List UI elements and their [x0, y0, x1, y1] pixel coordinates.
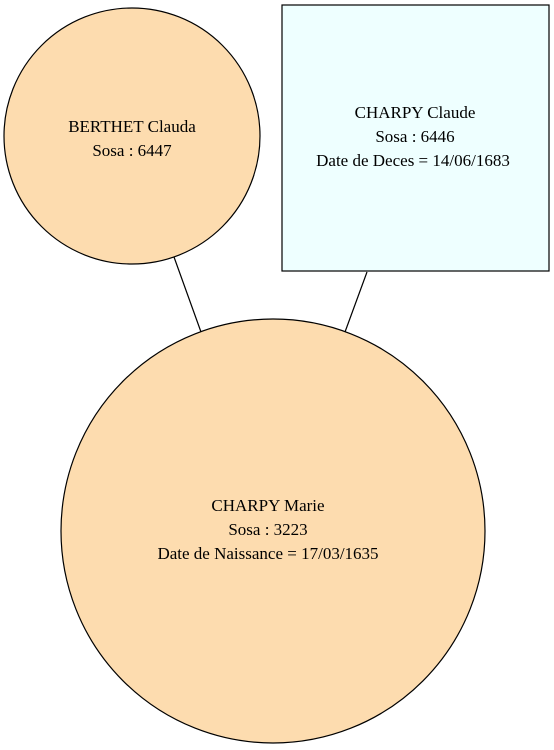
node-father-sosa: Sosa : 6446	[375, 127, 454, 146]
node-child-shape	[60, 318, 486, 744]
node-child-name: CHARPY Marie	[211, 496, 324, 515]
node-father-name: CHARPY Claude	[355, 103, 476, 122]
node-mother-shape	[3, 7, 261, 265]
edge-father-child	[344, 271, 368, 333]
node-father: CHARPY Claude Sosa : 6446 Date de Deces …	[281, 4, 550, 272]
node-child-date: Date de Naissance = 17/03/1635	[157, 544, 378, 563]
node-mother: BERTHET Clauda Sosa : 6447	[3, 7, 261, 265]
node-father-shape	[281, 4, 550, 272]
node-father-date: Date de Deces = 14/06/1683	[316, 151, 510, 170]
node-mother-sosa: Sosa : 6447	[92, 141, 172, 160]
node-child-sosa: Sosa : 3223	[228, 520, 307, 539]
node-mother-name: BERTHET Clauda	[68, 117, 196, 136]
node-child: CHARPY Marie Sosa : 3223 Date de Naissan…	[60, 318, 486, 744]
edge-mother-child	[173, 256, 202, 333]
